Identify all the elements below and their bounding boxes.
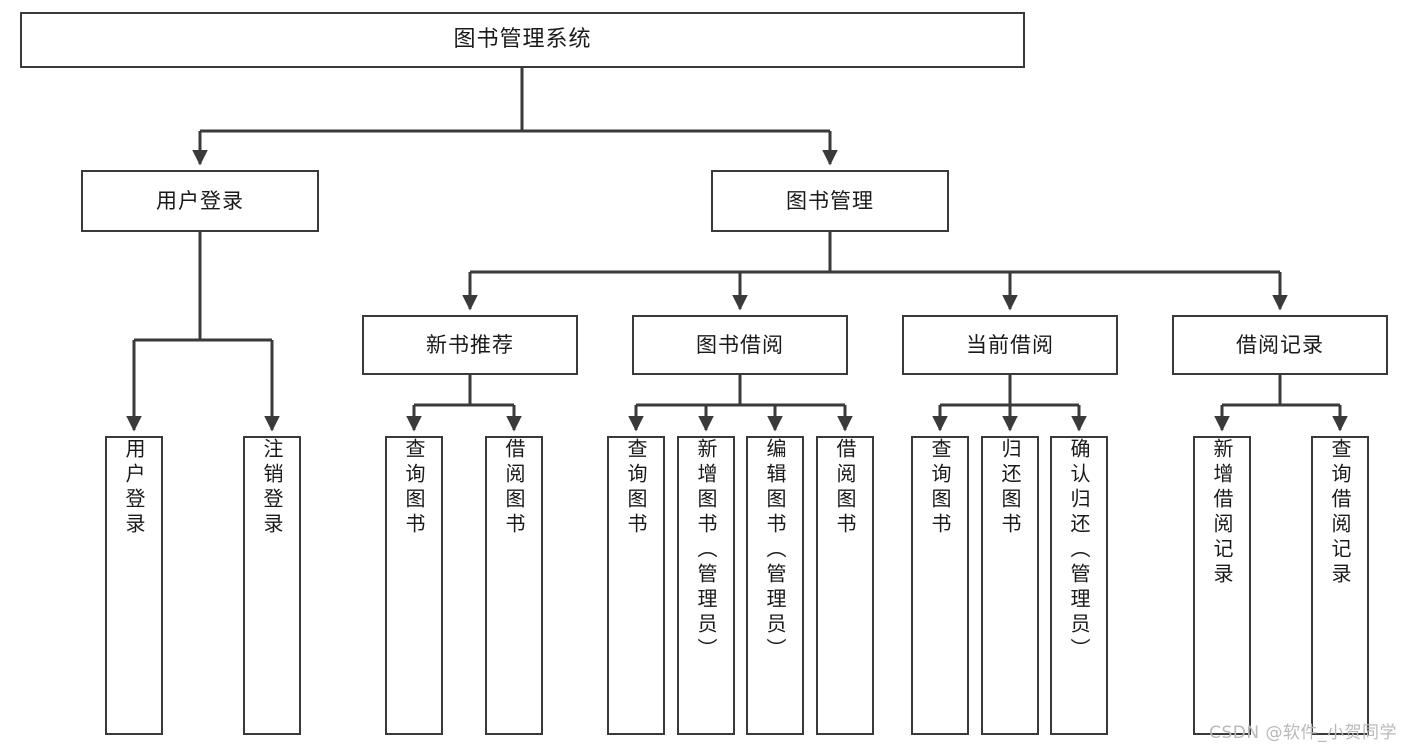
leaf-add-borrow-record[interactable]: 新增借阅记录 <box>1193 436 1251 735</box>
node-root[interactable]: 图书管理系统 <box>20 12 1025 68</box>
leaf-query-book-label: 查询图书 <box>624 438 648 538</box>
leaf-user-login[interactable]: 用户登录 <box>105 436 163 735</box>
node-user-login[interactable]: 用户登录 <box>81 170 319 232</box>
leaf-query-book-rec[interactable]: 查询图书 <box>385 436 443 735</box>
node-borrow-record-label: 借阅记录 <box>1236 332 1324 357</box>
node-book-management-label: 图书管理 <box>786 188 874 213</box>
leaf-query-book-current[interactable]: 查询图书 <box>911 436 969 735</box>
leaf-return-book[interactable]: 归还图书 <box>981 436 1039 735</box>
leaf-confirm-return-admin-label: 确认归还（管理员） <box>1067 438 1091 663</box>
node-book-borrow[interactable]: 图书借阅 <box>632 315 848 375</box>
leaf-return-book-label: 归还图书 <box>998 438 1022 538</box>
leaf-query-book[interactable]: 查询图书 <box>607 436 665 735</box>
leaf-add-borrow-record-label: 新增借阅记录 <box>1210 438 1234 588</box>
leaf-borrow-book-rec[interactable]: 借阅图书 <box>485 436 543 735</box>
node-user-login-label: 用户登录 <box>156 188 244 213</box>
leaf-query-book-rec-label: 查询图书 <box>402 438 426 538</box>
node-new-book-recommend[interactable]: 新书推荐 <box>362 315 578 375</box>
leaf-confirm-return-admin[interactable]: 确认归还（管理员） <box>1050 436 1108 735</box>
leaf-borrow-book-label: 借阅图书 <box>833 438 857 538</box>
leaf-add-book-admin[interactable]: 新增图书（管理员） <box>677 436 735 735</box>
node-book-borrow-label: 图书借阅 <box>696 332 784 357</box>
leaf-query-borrow-record-label: 查询借阅记录 <box>1328 438 1352 588</box>
node-root-label: 图书管理系统 <box>453 27 592 53</box>
node-book-management[interactable]: 图书管理 <box>711 170 949 232</box>
leaf-logout[interactable]: 注销登录 <box>243 436 301 735</box>
leaf-borrow-book-rec-label: 借阅图书 <box>502 438 526 538</box>
leaf-query-borrow-record[interactable]: 查询借阅记录 <box>1311 436 1369 735</box>
leaf-edit-book-admin[interactable]: 编辑图书（管理员） <box>746 436 804 735</box>
leaf-user-login-label: 用户登录 <box>122 438 146 538</box>
node-current-borrow[interactable]: 当前借阅 <box>902 315 1118 375</box>
node-borrow-record[interactable]: 借阅记录 <box>1172 315 1388 375</box>
leaf-logout-label: 注销登录 <box>260 438 284 538</box>
node-current-borrow-label: 当前借阅 <box>966 332 1054 357</box>
watermark: CSDN @软件_小贺同学 <box>1209 723 1397 743</box>
leaf-add-book-admin-label: 新增图书（管理员） <box>694 438 718 663</box>
node-new-book-recommend-label: 新书推荐 <box>426 332 514 357</box>
leaf-edit-book-admin-label: 编辑图书（管理员） <box>763 438 787 663</box>
leaf-query-book-current-label: 查询图书 <box>928 438 952 538</box>
leaf-borrow-book[interactable]: 借阅图书 <box>816 436 874 735</box>
